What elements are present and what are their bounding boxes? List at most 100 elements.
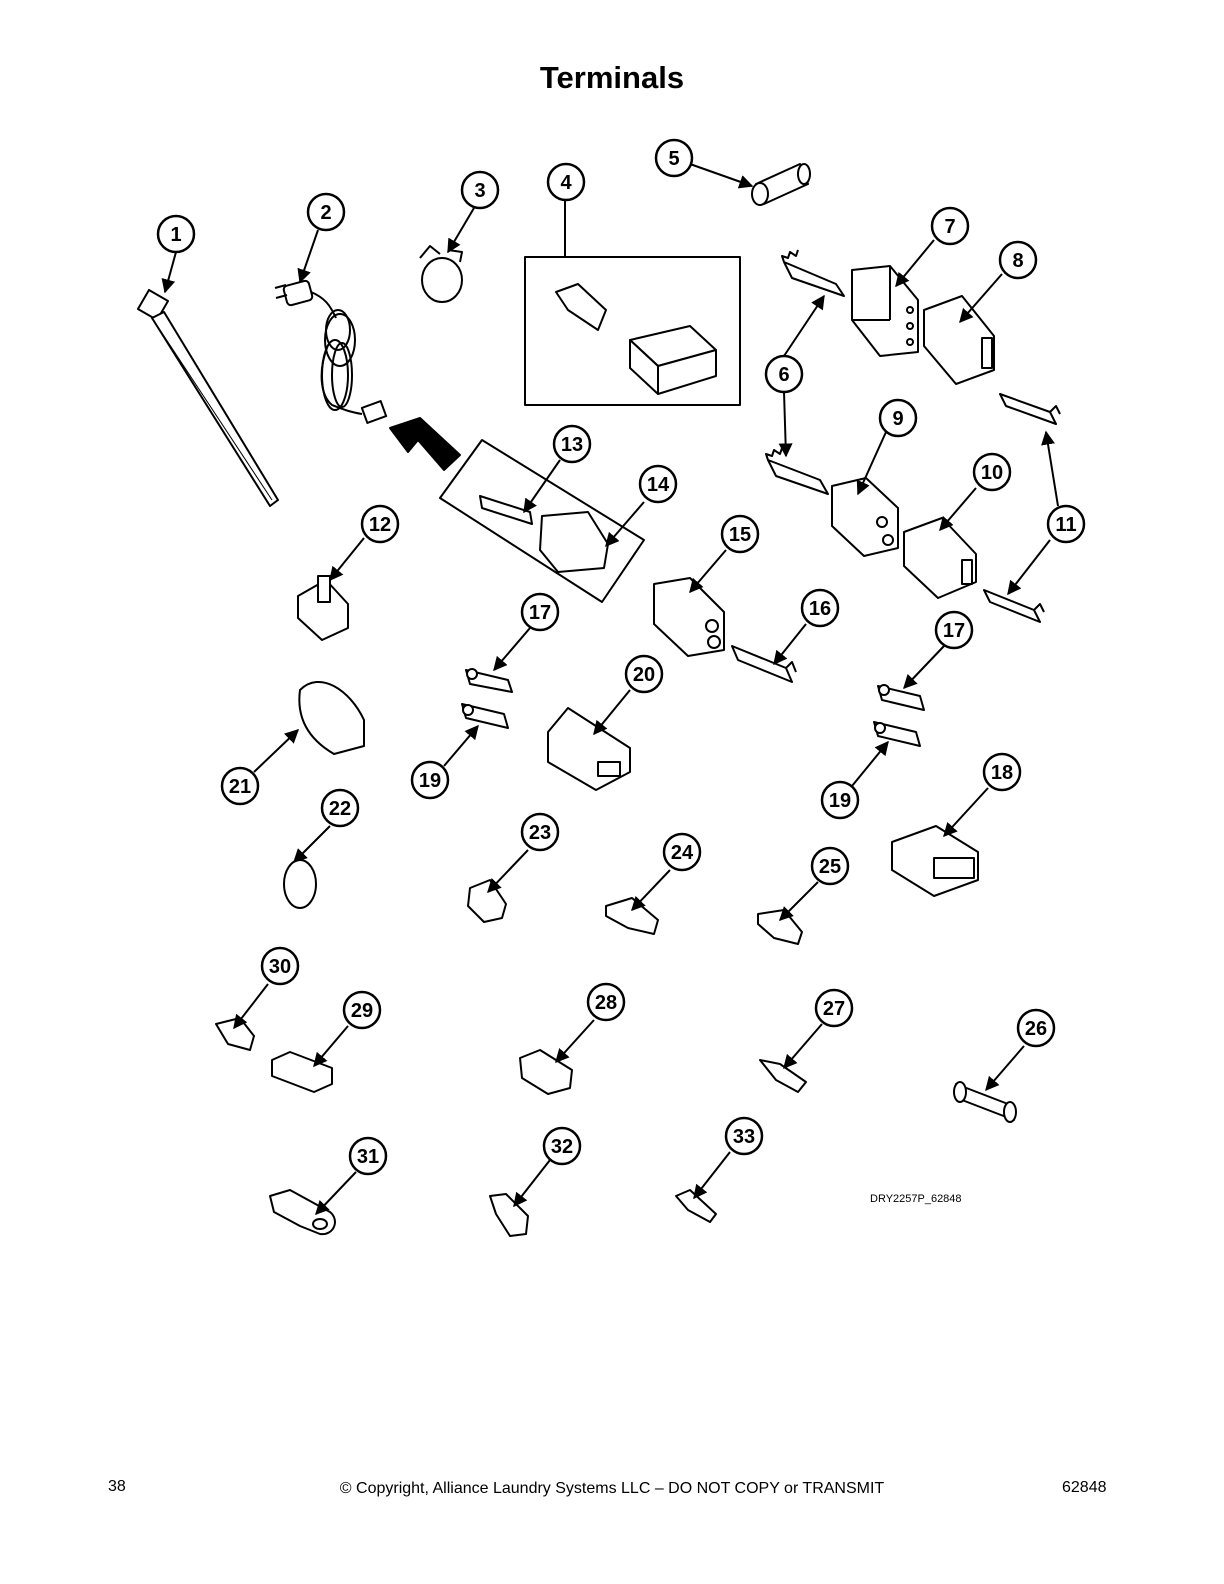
part-snap-ring — [283, 859, 317, 909]
callout-16: 16 — [800, 588, 840, 628]
part-pin-terminal-b — [765, 447, 829, 495]
part-terminal-19-right — [873, 721, 921, 747]
callout-6: 6 — [764, 354, 804, 394]
callout-circle — [720, 514, 760, 554]
callout-circle — [972, 452, 1012, 492]
callout-label: 8 — [1012, 250, 1023, 272]
callout-33: 33 — [724, 1116, 764, 1156]
callout-label: 20 — [633, 664, 655, 686]
callout-circle — [348, 1136, 388, 1176]
callout-18: 18 — [982, 752, 1022, 792]
callout-22: 22 — [320, 788, 360, 828]
part-connector-20 — [547, 707, 631, 791]
callout-circle — [586, 982, 626, 1022]
callout-label: 17 — [943, 620, 965, 642]
callout-label: 23 — [529, 822, 551, 844]
part-terminal-17-right — [877, 684, 925, 711]
callout-circle — [520, 592, 560, 632]
part-terminal-25 — [757, 909, 803, 945]
page-number: 38 — [108, 1478, 126, 1495]
callout-circle — [638, 464, 678, 504]
callout-26: 26 — [1016, 1008, 1056, 1048]
callout-label: 7 — [944, 216, 955, 238]
callout-19: 19 — [410, 760, 450, 800]
part-socket-terminal-b — [983, 589, 1045, 623]
part-socket-terminal-a — [999, 393, 1061, 425]
part-pin-terminal-a — [781, 249, 845, 297]
callout-circle — [930, 206, 970, 246]
callout-2: 2 — [306, 192, 346, 232]
callout-29: 29 — [342, 990, 382, 1030]
callout-1: 1 — [156, 214, 196, 254]
callout-label: 26 — [1025, 1018, 1047, 1040]
callout-label: 18 — [991, 762, 1013, 784]
callout-8: 8 — [998, 240, 1038, 280]
callout-circle — [360, 504, 400, 544]
callout-circle — [654, 138, 694, 178]
callout-circle — [800, 588, 840, 628]
callout-label: 33 — [733, 1126, 755, 1148]
page-title: Terminals — [539, 60, 685, 95]
callout-label: 9 — [892, 408, 903, 430]
callout-20: 20 — [624, 654, 664, 694]
callout-27: 27 — [814, 988, 854, 1028]
part-housing-15 — [653, 577, 725, 657]
callout-circle — [982, 752, 1022, 792]
callout-circle — [1046, 504, 1086, 544]
part-housing-2pin — [831, 477, 899, 557]
callout-label: 21 — [229, 776, 251, 798]
callout-circle — [1016, 1008, 1056, 1048]
callout-circle — [542, 1126, 582, 1166]
callout-11: 11 — [1046, 504, 1086, 544]
callout-32: 32 — [542, 1126, 582, 1166]
callout-circle — [320, 788, 360, 828]
callout-circle — [546, 162, 586, 202]
part-fuse — [953, 1081, 1017, 1123]
callout-21: 21 — [220, 766, 260, 806]
callout-label: 2 — [320, 202, 331, 224]
part-terminal-24 — [605, 897, 659, 935]
part-kit-box-2 — [439, 439, 645, 603]
callout-circle — [156, 214, 196, 254]
part-pin-16 — [731, 645, 797, 683]
callout-label: 1 — [170, 224, 181, 246]
callout-label: 27 — [823, 998, 845, 1020]
part-terminal-28 — [519, 1049, 573, 1095]
callout-30: 30 — [260, 946, 300, 986]
callout-label: 11 — [1055, 514, 1076, 536]
callout-17: 17 — [520, 592, 560, 632]
callout-label: 14 — [647, 474, 670, 496]
callout-circle — [260, 946, 300, 986]
part-hose-clamp — [419, 245, 463, 303]
callout-25: 25 — [810, 846, 850, 886]
part-terminal-23 — [467, 879, 507, 923]
callout-label: 16 — [809, 598, 831, 620]
part-sleeve — [751, 163, 811, 206]
part-terminal-17-left — [465, 668, 513, 693]
callout-circle — [724, 1116, 764, 1156]
callout-circle — [814, 988, 854, 1028]
callout-label: 4 — [560, 172, 572, 194]
callout-4: 4 — [546, 162, 586, 202]
callout-label: 28 — [595, 992, 617, 1014]
drawing-reference: DRY2257P_62848 — [870, 1193, 962, 1205]
callout-circle — [520, 812, 560, 852]
document-number: 62848 — [1062, 1479, 1107, 1496]
part-housing-3pin — [851, 265, 919, 357]
callout-label: 32 — [551, 1136, 573, 1158]
callout-label: 24 — [671, 842, 694, 864]
copyright-notice: © Copyright, Alliance Laundry Systems LL… — [339, 1480, 885, 1497]
callout-31: 31 — [348, 1136, 388, 1176]
callout-label: 13 — [561, 434, 583, 456]
callout-label: 17 — [529, 602, 551, 624]
callout-circle — [878, 398, 918, 438]
callout-label: 31 — [357, 1146, 379, 1168]
callout-label: 12 — [369, 514, 391, 536]
callout-7: 7 — [930, 206, 970, 246]
callout-23: 23 — [520, 812, 560, 852]
callout-circle — [764, 354, 804, 394]
part-terminal-33 — [675, 1189, 717, 1223]
callout-circle — [662, 832, 702, 872]
part-terminal-19-left — [461, 703, 509, 729]
